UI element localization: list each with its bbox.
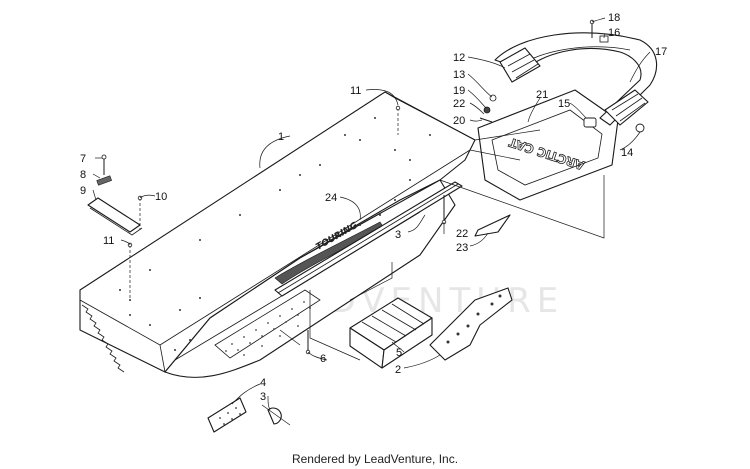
callout-22-top: 22 xyxy=(453,98,465,110)
callout-labels: 1 2 3 3 4 5 6 7 8 9 10 11 11 12 13 14 15… xyxy=(80,12,667,403)
callout-22-lower: 22 xyxy=(456,228,468,240)
callout-24: 24 xyxy=(325,192,337,204)
nut-part-19[interactable] xyxy=(483,106,491,114)
rivet-part-7[interactable] xyxy=(101,154,107,175)
plate-part-9[interactable] xyxy=(87,197,143,236)
callout-5: 5 xyxy=(396,347,402,359)
callout-20: 20 xyxy=(453,115,465,127)
callout-21: 21 xyxy=(536,89,548,101)
callout-2: 2 xyxy=(395,364,401,376)
spacer-part-8[interactable] xyxy=(96,175,112,186)
callout-3-lower: 3 xyxy=(260,391,266,403)
callout-13: 13 xyxy=(453,69,465,81)
callout-4: 4 xyxy=(260,377,266,389)
callout-17: 17 xyxy=(655,46,667,58)
callout-15: 15 xyxy=(558,98,570,110)
rear-flap-part-21[interactable]: ARCTIC CAT xyxy=(477,89,619,201)
nut-part-3-lower[interactable] xyxy=(261,404,291,426)
footer-credit: Rendered by LeadVenture, Inc. xyxy=(291,452,459,466)
assembly-lines xyxy=(279,129,605,361)
callout-6: 6 xyxy=(320,353,326,365)
plate-part-4[interactable] xyxy=(207,397,247,433)
callout-7: 7 xyxy=(80,153,86,165)
callout-11-left: 11 xyxy=(103,235,114,247)
callout-18: 18 xyxy=(608,12,620,24)
screw-part-20[interactable] xyxy=(479,117,493,123)
callout-19: 19 xyxy=(453,85,465,97)
clip-part-15[interactable] xyxy=(583,117,597,128)
callout-9: 9 xyxy=(80,185,86,197)
callout-16: 16 xyxy=(608,27,620,39)
grab-step-part-17-right[interactable] xyxy=(604,89,649,126)
callout-11-top: 11 xyxy=(350,85,361,97)
screw-part-6[interactable] xyxy=(305,330,311,355)
callout-leaders xyxy=(92,17,651,411)
callout-23: 23 xyxy=(456,242,468,254)
callout-14: 14 xyxy=(621,147,633,159)
callout-1: 1 xyxy=(278,131,284,143)
bracket-part-23[interactable] xyxy=(474,214,511,237)
bracket-part-2[interactable] xyxy=(429,287,513,361)
callout-10: 10 xyxy=(155,191,167,203)
footrest-part-5[interactable] xyxy=(349,297,433,369)
grab-step-part-12[interactable] xyxy=(499,47,541,83)
side-rail-part-3[interactable] xyxy=(274,181,463,297)
nut-part-14[interactable] xyxy=(635,123,645,133)
callout-12: 12 xyxy=(453,52,465,64)
callout-8: 8 xyxy=(80,169,86,181)
callout-3-side-rail: 3 xyxy=(395,229,401,241)
screw-part-11-top[interactable] xyxy=(395,105,401,135)
